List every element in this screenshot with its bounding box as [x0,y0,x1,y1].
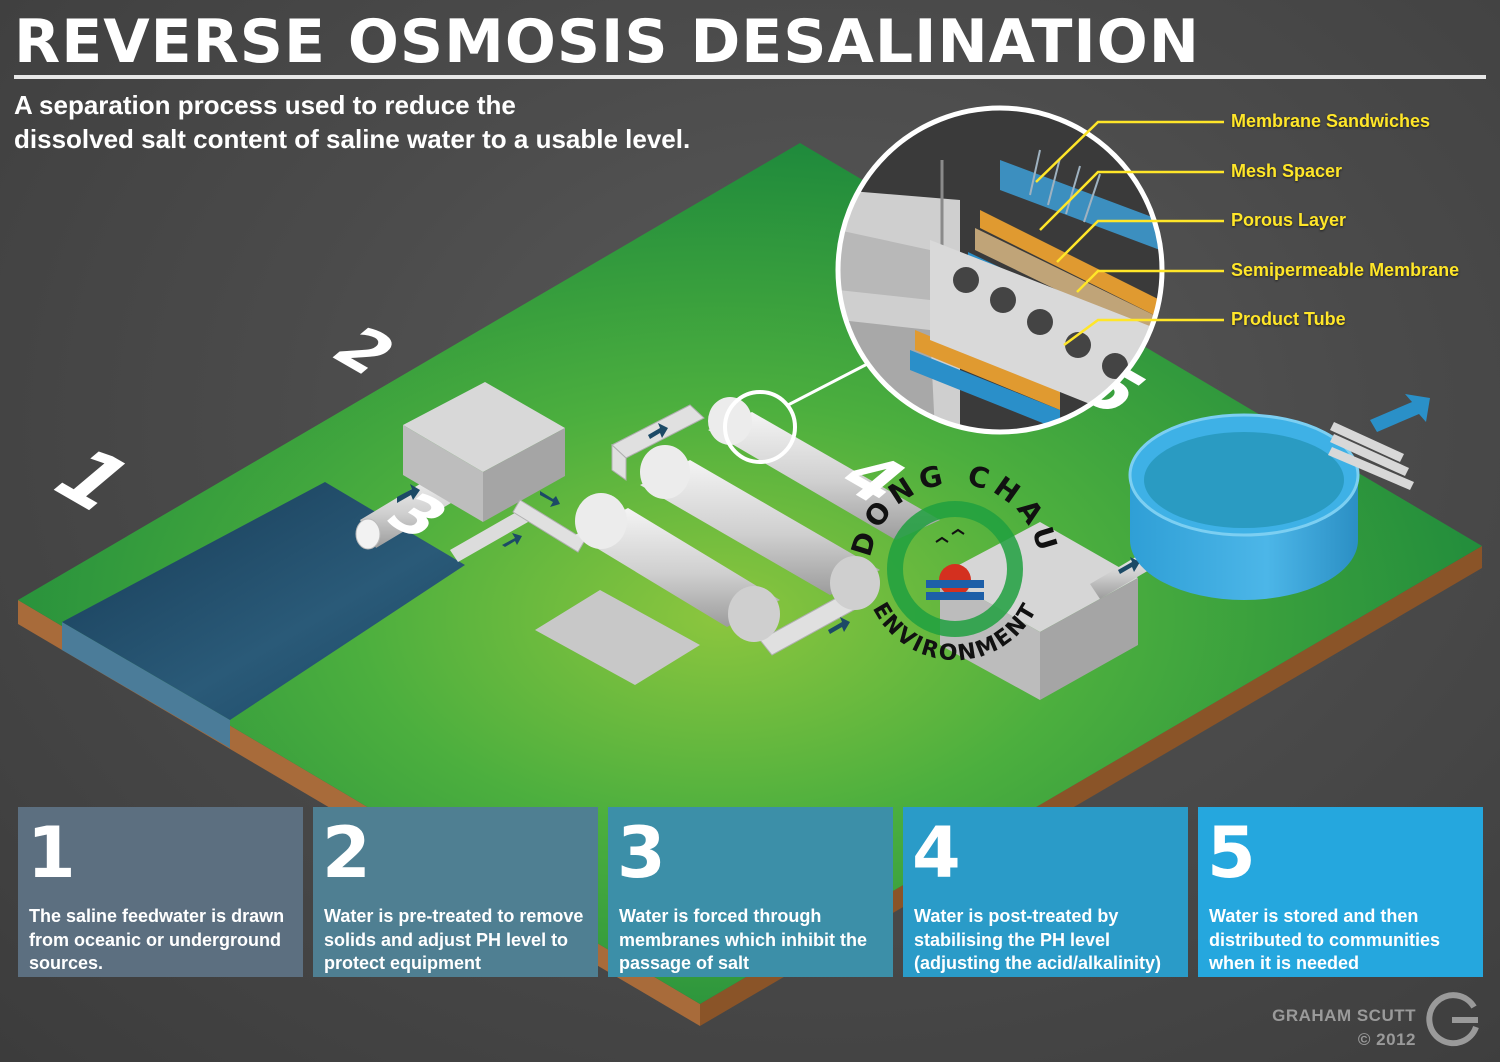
step-card-2: 2 Water is pre-treated to remove solids … [313,807,598,977]
step-description: Water is forced through membranes which … [619,906,868,973]
step-description: Water is post-treated by stabilising the… [914,906,1162,973]
pretreatment-unit [403,382,565,522]
stage-marker-2: 2 [316,316,412,387]
author-logo-icon [1426,992,1479,1047]
step-description: Water is stored and then distributed to … [1209,906,1441,973]
step-number: 2 [322,812,371,894]
ground-soil-edge-right [700,546,1482,1026]
flow-arrow-a [540,491,560,507]
callout-mesh-spacer: Mesh Spacer [1231,161,1343,181]
step-card-3: 3 Water is forced through membranes whic… [608,807,893,977]
flow-arrow-c [828,617,850,634]
page-subtitle: A separation process used to reduce the … [14,88,814,156]
callout-leaders [1035,120,1224,347]
callout-semipermeable-membrane: Semipermeable Membrane [1231,260,1460,280]
step-card-4: 4 Water is post-treated by stabilising t… [903,807,1188,977]
author-credit: GRAHAM SCUTT © 2012 [1272,1004,1416,1052]
step-card-5: 5 Water is stored and then distributed t… [1198,807,1483,977]
step-number: 5 [1207,812,1256,894]
step-number: 3 [617,812,666,894]
step-description: The saline feedwater is drawn from ocean… [29,906,285,973]
step-description: Water is pre-treated to remove solids an… [324,906,584,973]
flow-arrow-b [648,423,668,439]
callout-membrane-sandwiches: Membrane Sandwiches [1231,111,1431,131]
callout-product-tube: Product Tube [1231,309,1346,329]
flow-arrow-d [1118,557,1140,574]
magnifier-connector [787,358,876,407]
magnifier-ring [723,390,797,464]
title-divider [14,75,1486,79]
step-card-1: 1 The saline feedwater is drawn from oce… [18,807,303,977]
waste-flow-arrow [502,533,522,547]
author-name: GRAHAM SCUTT [1272,1006,1416,1025]
copyright-year: © 2012 [1357,1030,1416,1049]
waste-pipe [450,510,528,562]
subtitle-line-1: A separation process used to reduce the [14,90,516,120]
step-number: 4 [912,812,961,894]
subtitle-line-2: dissolved salt content of saline water t… [14,124,691,154]
step-number: 1 [27,812,76,894]
seawater-pool-side [62,622,230,748]
callout-porous-layer: Porous Layer [1231,210,1347,230]
membrane-vessels [575,397,940,642]
storage-tank [1128,394,1430,600]
membrane-pad [535,590,700,685]
stage-marker-1: 1 [30,435,154,526]
page-title: REVERSE OSMOSIS DESALINATION [14,7,1200,77]
